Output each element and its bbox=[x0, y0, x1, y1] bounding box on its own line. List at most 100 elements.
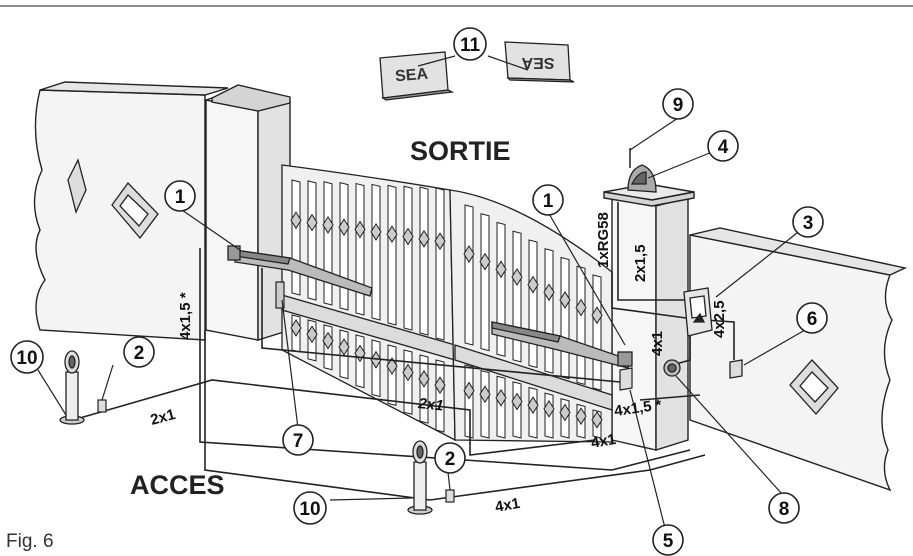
gate-bar-diamond bbox=[543, 399, 555, 418]
callout-2-left: 2 bbox=[134, 343, 145, 364]
callout-5: 5 bbox=[663, 531, 674, 552]
sign-right bbox=[504, 41, 575, 83]
gate-bar-diamond bbox=[591, 410, 603, 429]
gate-bar-diamond bbox=[575, 298, 587, 317]
column-left bbox=[59, 350, 85, 425]
rear-bracket bbox=[275, 281, 285, 309]
label-acces: ACCES bbox=[130, 470, 225, 500]
callout-6: 6 bbox=[807, 309, 818, 330]
actuator-left bbox=[227, 245, 373, 297]
gate-bar bbox=[496, 375, 506, 439]
gate-bar-diamond bbox=[290, 319, 302, 337]
photocell-center bbox=[445, 489, 455, 503]
cable-label-left-vertical: 4x1,5 * bbox=[177, 292, 194, 340]
left-pillar bbox=[203, 84, 291, 341]
gate-bar-diamond bbox=[370, 222, 382, 241]
gate-bar-diamond bbox=[495, 260, 507, 279]
gate-bar-diamond bbox=[479, 252, 491, 271]
gate-bar-diamond bbox=[434, 376, 446, 395]
gate-bar bbox=[323, 181, 333, 306]
gate-bar-diamond bbox=[402, 363, 414, 382]
gate-bar bbox=[403, 349, 413, 415]
gate-bar-diamond bbox=[575, 407, 587, 426]
gate-bar bbox=[387, 184, 397, 326]
callout-2-center: 2 bbox=[445, 449, 456, 470]
gate-bar bbox=[435, 187, 445, 341]
label-sortie: SORTIE bbox=[410, 136, 511, 166]
column-center bbox=[407, 440, 433, 515]
cable-label-bottom-4x1: 4x1 bbox=[494, 495, 522, 516]
actuator-right bbox=[491, 321, 633, 369]
key-switch bbox=[729, 359, 743, 379]
cable-label-center-2x1: 2x1 bbox=[417, 395, 445, 415]
gate-bar bbox=[544, 248, 554, 374]
sign-right-logo: SEA bbox=[521, 54, 554, 71]
callout-1-left: 1 bbox=[175, 187, 186, 208]
cable-label-left-2x1: 2x1 bbox=[149, 406, 178, 429]
callout-circles bbox=[10, 27, 828, 556]
photocell-receiver bbox=[619, 367, 633, 391]
gate-bar bbox=[464, 364, 474, 439]
gate-bar bbox=[512, 230, 522, 363]
gate-bar-diamond bbox=[434, 232, 446, 251]
leader-lines bbox=[37, 55, 806, 529]
left-wall-diamond-1 bbox=[67, 158, 87, 214]
flashing-lamp bbox=[627, 148, 657, 193]
gate-bar bbox=[403, 185, 413, 331]
cable-routes bbox=[65, 202, 735, 501]
gate-bar-diamond bbox=[543, 283, 555, 302]
callout-1-right: 1 bbox=[543, 191, 554, 212]
gate-bar-diamond bbox=[306, 213, 318, 232]
callout-9: 9 bbox=[673, 95, 684, 116]
callout-10-left: 10 bbox=[16, 348, 37, 369]
callout-10-center: 10 bbox=[299, 499, 320, 520]
right-wall-diamond bbox=[789, 359, 839, 415]
gate-bar-diamond bbox=[463, 245, 475, 263]
gate-bar-diamond bbox=[290, 211, 302, 230]
gate-bar bbox=[480, 213, 490, 352]
gate-bar bbox=[560, 256, 570, 380]
cable-label-rg58: 1xRG58 bbox=[595, 212, 612, 268]
gate-bar-diamond bbox=[338, 218, 350, 237]
gate-bar-diamond bbox=[479, 385, 491, 404]
gate-bar bbox=[339, 182, 349, 311]
sign-left-logo: SEA bbox=[394, 66, 429, 86]
callout-3: 3 bbox=[803, 213, 814, 234]
gate-bar bbox=[464, 204, 474, 346]
gate-bar bbox=[419, 354, 429, 424]
gate-bar-diamond bbox=[495, 388, 507, 407]
left-wall-diamond-2 bbox=[111, 181, 159, 240]
sign-left bbox=[379, 51, 455, 101]
gate-bar-diamond bbox=[511, 392, 523, 411]
gate-bar bbox=[419, 186, 429, 336]
cable-label-4x25: 4x2,5 bbox=[711, 300, 728, 338]
gate-bar-diamond bbox=[559, 403, 571, 422]
callout-8: 8 bbox=[779, 499, 790, 520]
gate-bar bbox=[355, 182, 365, 316]
traffic-light bbox=[663, 359, 681, 377]
gate-bar-diamond bbox=[322, 331, 334, 350]
gate-bar bbox=[371, 183, 381, 321]
gate-bar-diamond bbox=[322, 215, 334, 234]
gate-bar bbox=[480, 369, 490, 439]
gate-bar-diamond bbox=[527, 396, 539, 415]
right-wall bbox=[689, 227, 908, 492]
gate-bar-diamond bbox=[527, 275, 539, 294]
cable-label-right-4x1: 4x1 bbox=[649, 331, 666, 356]
gate-bar-diamond bbox=[386, 225, 398, 244]
gate-bar bbox=[291, 179, 301, 296]
gate-bar-diamond bbox=[418, 229, 430, 248]
gate-bar bbox=[387, 344, 397, 406]
cable-label-2x15: 2x1,5 bbox=[632, 244, 649, 282]
gate-bar-diamond bbox=[306, 325, 318, 344]
gate-bar-diamond bbox=[591, 306, 603, 325]
control-box bbox=[683, 287, 713, 337]
gate-bar bbox=[528, 239, 538, 369]
callout-11: 11 bbox=[460, 35, 481, 56]
cable-label-center-4x1: 4x1 bbox=[590, 431, 618, 452]
gate-bar-diamond bbox=[463, 381, 475, 400]
photocell-left bbox=[97, 399, 107, 413]
gate-bar bbox=[576, 265, 586, 386]
gate-bar-diamond bbox=[370, 350, 382, 369]
